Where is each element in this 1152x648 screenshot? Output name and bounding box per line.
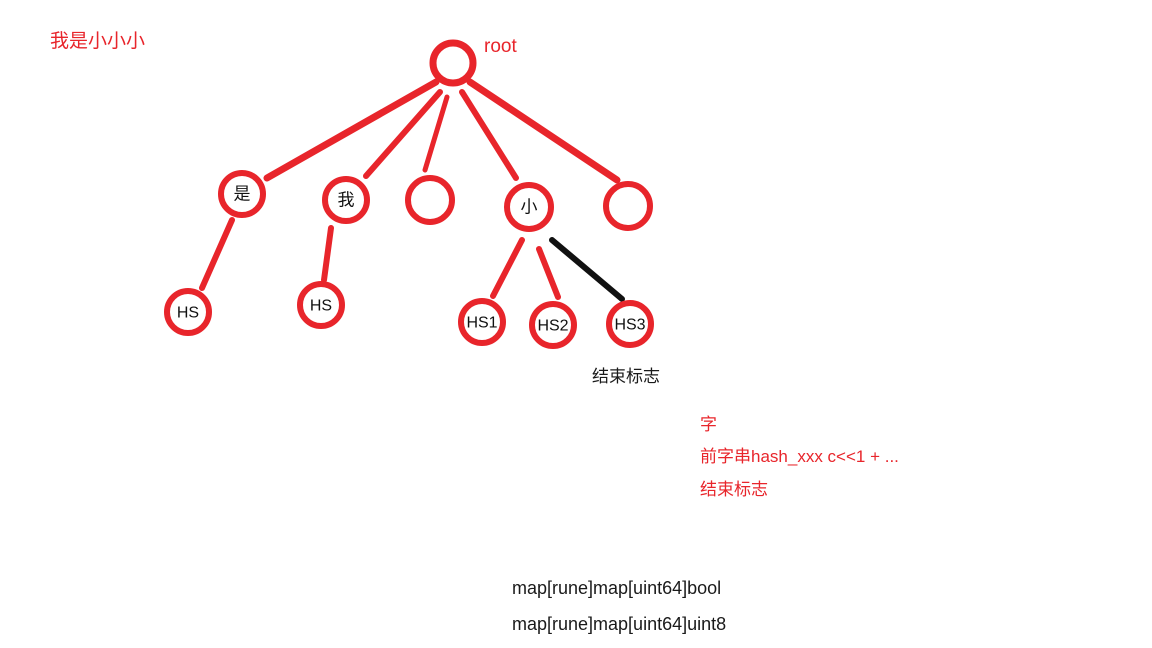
node-shi[interactable]: 是 <box>218 170 266 218</box>
edge-root-to-empty-1 <box>422 94 450 173</box>
node-xiao-label: 小 <box>521 198 538 217</box>
node-empty-1-circle <box>405 175 455 225</box>
edge-wo-to-hs-b <box>321 225 334 283</box>
code-line-2: map[rune]map[uint64]uint8 <box>512 614 726 634</box>
edge-root-to-empty-2 <box>466 78 621 184</box>
edge-xiao-to-hs1 <box>490 237 525 299</box>
node-root[interactable] <box>429 39 477 87</box>
node-hs-a-circle <box>164 288 212 336</box>
node-hs1-circle <box>458 298 506 346</box>
node-hs2-circle <box>529 301 577 349</box>
node-hs-a-label: HS <box>177 305 199 322</box>
node-hs-b[interactable]: HS <box>297 281 345 329</box>
node-empty-1[interactable] <box>405 175 455 225</box>
node-hs-b-circle <box>297 281 345 329</box>
node-hs-a[interactable]: HS <box>164 288 212 336</box>
node-hs2[interactable]: HS2 <box>529 301 577 349</box>
end-marker-label: 结束标志 <box>592 367 660 386</box>
red-note-line-1: 字 <box>700 415 717 434</box>
red-note-line-2: 前字串hash_xxx c<<1 + ... <box>700 447 899 466</box>
node-wo-circle <box>322 176 370 224</box>
root-title-label: root <box>484 36 517 57</box>
node-empty-2[interactable] <box>603 181 653 231</box>
edge-root-to-wo <box>363 89 443 179</box>
node-shi-circle <box>218 170 266 218</box>
node-wo[interactable]: 我 <box>322 176 370 224</box>
edge-root-to-xiao <box>459 89 519 181</box>
red-note-block: 字 前字串hash_xxx c<<1 + ... 结束标志 <box>700 415 899 499</box>
node-hs3-circle <box>606 300 654 348</box>
edge-xiao-to-hs3-end-marker <box>549 237 625 302</box>
red-note-line-3: 结束标志 <box>700 480 768 499</box>
node-wo-label: 我 <box>338 191 355 210</box>
node-hs2-label: HS2 <box>537 318 568 335</box>
edge-xiao-to-hs2 <box>536 246 561 300</box>
node-hs1[interactable]: HS1 <box>458 298 506 346</box>
node-hs-b-label: HS <box>310 298 332 315</box>
edge-group-level2 <box>199 217 625 302</box>
node-hs3[interactable]: HS3 <box>606 300 654 348</box>
code-line-1: map[rune]map[uint64]bool <box>512 578 721 598</box>
node-xiao[interactable]: 小 <box>504 182 554 232</box>
edge-shi-to-hs-a <box>199 217 235 291</box>
edge-group-root <box>263 78 621 184</box>
top-left-note: 我是小小小 <box>50 30 145 52</box>
node-empty-2-circle <box>603 181 653 231</box>
node-xiao-circle <box>504 182 554 232</box>
node-hs3-label: HS3 <box>614 317 645 334</box>
node-root-circle <box>429 39 477 87</box>
code-block: map[rune]map[uint64]bool map[rune]map[ui… <box>512 578 726 634</box>
node-shi-label: 是 <box>234 185 251 204</box>
node-hs1-label: HS1 <box>466 315 497 332</box>
edge-root-to-shi <box>263 78 440 182</box>
